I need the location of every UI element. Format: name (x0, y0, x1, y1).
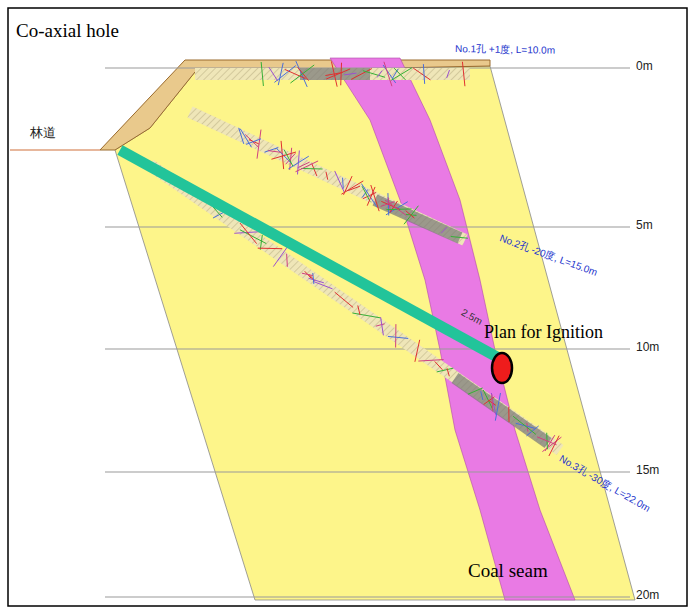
fracture-line (451, 236, 468, 238)
fracture-line (325, 72, 342, 75)
depth-label: 20m (636, 589, 659, 603)
fracture-line (447, 70, 450, 78)
fracture-line (418, 360, 443, 361)
road-label: 林道 (30, 126, 56, 141)
fracture-line (312, 164, 317, 176)
fracture-line (361, 184, 377, 208)
fracture-line (269, 67, 278, 81)
depth-line (105, 349, 630, 350)
fracture-line (391, 68, 412, 81)
fracture-line (383, 65, 396, 83)
fracture-line (362, 186, 370, 202)
fracture-line (284, 150, 293, 166)
fracture-line (413, 68, 430, 80)
seam-section (375, 200, 460, 238)
fracture-line (351, 69, 372, 80)
fracture-line (335, 292, 353, 307)
fracture-line (313, 273, 314, 284)
hole-label: Co-axial hole (16, 20, 119, 42)
fracture-line (385, 200, 406, 215)
depth-label: 15m (636, 464, 659, 478)
fracture-line (468, 388, 483, 394)
fracture-line (286, 254, 288, 267)
fracture-line (344, 73, 356, 75)
fracture-line (268, 151, 281, 153)
fracture-line (388, 336, 408, 338)
fracture-line (298, 162, 310, 168)
fracture-line (435, 361, 443, 369)
fracture-line (298, 67, 309, 80)
fracture-line (495, 393, 500, 421)
layer-label: Coal seam (468, 560, 548, 582)
fracture-line (295, 161, 318, 172)
depth-line (105, 597, 630, 598)
depth-line (105, 472, 630, 473)
ignition-point (492, 353, 512, 383)
fracture-line (437, 368, 454, 372)
fracture-line (447, 368, 449, 376)
frame (8, 8, 687, 606)
fracture-line (462, 62, 465, 86)
borehole-3 (150, 165, 560, 450)
fracture-line (326, 69, 350, 79)
depth-label: 5m (636, 219, 653, 233)
co-axial-hole (120, 150, 497, 357)
fracture-line (301, 168, 322, 170)
fracture-line (384, 62, 392, 86)
fracture-line (335, 171, 345, 192)
fracture-line (261, 62, 263, 86)
point-label: Plan for Ignition (484, 322, 603, 343)
fracture-line (481, 391, 483, 400)
rock-region (115, 66, 635, 600)
depth-label: 0m (636, 60, 653, 74)
fracture-line (394, 68, 405, 80)
fracture-line (549, 436, 559, 456)
fracture-line (271, 152, 296, 159)
fracture-line (513, 416, 536, 434)
depth-lines (105, 68, 630, 597)
depth-label: 10m (636, 341, 659, 355)
road-surface (10, 149, 100, 150)
fracture-line (309, 278, 324, 282)
fracture-lines (212, 61, 561, 456)
fracture-line (491, 394, 493, 411)
boreholes (150, 74, 560, 450)
fracture-line (363, 71, 385, 78)
fracture-line (441, 227, 447, 233)
fracture-line (358, 305, 360, 314)
fracture-line (257, 130, 261, 159)
fracture-line (302, 273, 313, 275)
depth-line (105, 227, 630, 228)
seam-section (455, 378, 548, 443)
fracture-line (376, 324, 385, 326)
borehole-1 (195, 68, 470, 80)
fracture-line (258, 248, 283, 250)
fracture-line (415, 340, 420, 362)
fracture-line (260, 235, 262, 250)
fracture-line (423, 64, 424, 84)
fracture-line (381, 201, 400, 209)
fracture-line (406, 211, 415, 218)
fracture-line (381, 317, 384, 335)
fracture-line (278, 63, 283, 85)
borehole-label: No.1孔 +1度, L=10.0m (455, 43, 555, 56)
fracture-line (344, 176, 353, 195)
fracture-line (526, 426, 538, 436)
fracture-line (340, 63, 342, 86)
fracture-line (290, 65, 314, 83)
fracture-line (326, 172, 328, 180)
fracture-line (371, 185, 379, 211)
fracture-line (377, 71, 382, 78)
fracture-line (508, 407, 509, 422)
fracture-line (395, 324, 396, 347)
fracture-line (348, 186, 360, 190)
fracture-line (240, 129, 251, 148)
fracture-line (537, 437, 557, 445)
fracture-line (352, 313, 380, 318)
fracture-line (367, 187, 375, 206)
